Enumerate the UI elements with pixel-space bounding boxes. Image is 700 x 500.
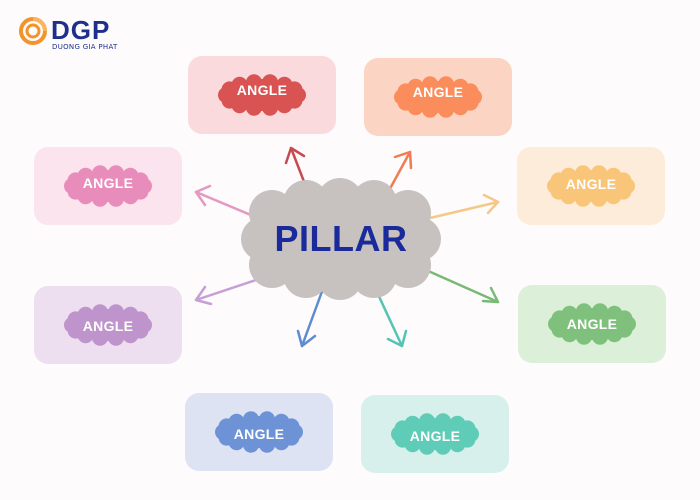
arrow-bottom-right xyxy=(374,288,408,348)
cloud-shape xyxy=(64,304,152,346)
angle-box-bottom-left: ANGLE xyxy=(185,393,333,471)
cloud-shape xyxy=(394,76,482,118)
arrow-bottom-left xyxy=(296,284,326,348)
angle-box-bottom-right: ANGLE xyxy=(361,395,509,473)
cloud-shape xyxy=(215,411,303,453)
angle-label: ANGLE xyxy=(82,318,134,334)
logo-swirl-icon xyxy=(19,17,47,45)
angle-label: ANGLE xyxy=(565,176,617,192)
angle-label: ANGLE xyxy=(566,316,618,332)
angle-label: ANGLE xyxy=(82,175,134,191)
angle-box-upper-left: ANGLE xyxy=(34,147,182,225)
cloud-shape xyxy=(218,74,306,116)
arrow-lower-left xyxy=(194,276,264,306)
angle-label: ANGLE xyxy=(409,428,461,444)
angle-box-lower-right: ANGLE xyxy=(518,285,666,363)
angle-label: ANGLE xyxy=(233,426,285,442)
cloud-shape xyxy=(391,413,479,455)
logo: DGP DUONG GIA PHAT xyxy=(18,15,128,51)
arrow-upper-right xyxy=(428,193,500,220)
angle-label: ANGLE xyxy=(412,84,464,100)
cloud-shape xyxy=(547,165,635,207)
cloud-shape xyxy=(64,165,152,207)
center-cloud xyxy=(241,178,441,300)
logo-name: DGP xyxy=(51,15,111,45)
cloud-shape xyxy=(548,303,636,345)
center-label: PILLAR xyxy=(274,218,408,259)
angle-box-lower-left: ANGLE xyxy=(34,286,182,364)
arrow-upper-left xyxy=(194,184,260,220)
angle-box-top-left: ANGLE xyxy=(188,56,336,134)
angle-box-upper-right: ANGLE xyxy=(517,147,665,225)
angle-box-top-right: ANGLE xyxy=(364,58,512,136)
arrow-lower-right xyxy=(424,268,500,304)
logo-subtitle: DUONG GIA PHAT xyxy=(52,43,118,51)
angle-label: ANGLE xyxy=(236,82,288,98)
